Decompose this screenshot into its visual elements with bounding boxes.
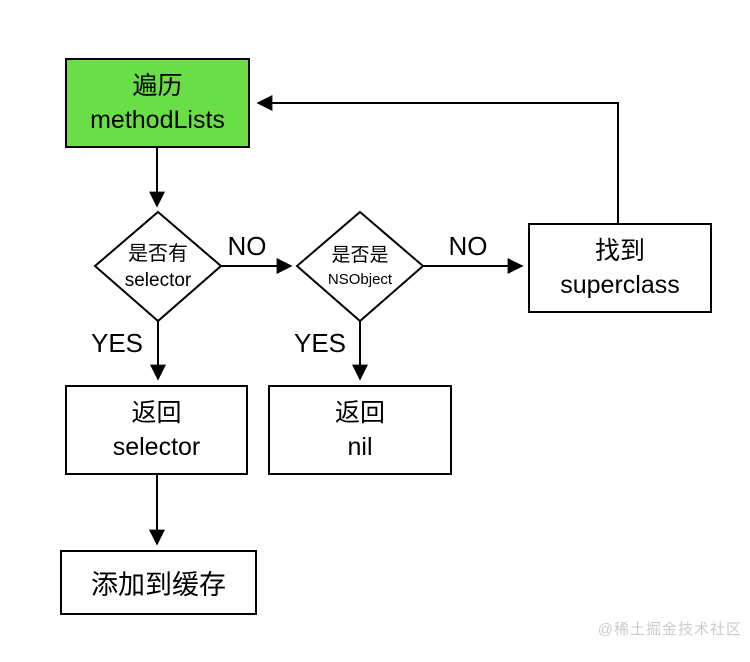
- found-superclass-line1: 找到: [594, 237, 645, 265]
- edge-label-no-has-selector: NO: [227, 231, 267, 261]
- node-traverse-line2: methodLists: [90, 106, 225, 134]
- return-nil-line2: nil: [347, 433, 373, 461]
- found-superclass-line2: superclass: [560, 271, 680, 299]
- node-add-to-cache: 添加到缓存: [60, 550, 257, 615]
- return-nil-line1: 返回: [334, 399, 385, 427]
- edge-label-yes-has-selector: YES: [90, 328, 144, 358]
- diamond-has-selector: [93, 210, 223, 323]
- is-nsobject-line2: NSObject: [327, 271, 393, 288]
- node-return-selector: 返回 selector: [65, 385, 248, 475]
- edge-label-no-is-nsobject: NO: [448, 231, 488, 261]
- diamond-is-nsobject-label: 是否是 NSObject: [298, 243, 422, 290]
- node-traverse-line1: 遍历: [132, 72, 183, 100]
- edge-found-superclass-to-traverse: [256, 95, 619, 223]
- edge-label-yes-is-nsobject: YES: [293, 328, 347, 358]
- return-selector-line2: selector: [112, 433, 201, 461]
- diamond-is-nsobject: [295, 210, 425, 323]
- node-traverse-method-lists: 遍历 methodLists: [65, 58, 250, 148]
- node-found-superclass: 找到 superclass: [528, 223, 712, 313]
- has-selector-line1: 是否有: [128, 243, 188, 265]
- is-nsobject-line1: 是否是: [331, 245, 389, 266]
- diamond-has-selector-label: 是否有 selector: [96, 241, 220, 293]
- has-selector-line2: selector: [124, 270, 192, 291]
- node-return-nil: 返回 nil: [268, 385, 452, 475]
- return-selector-line1: 返回: [131, 399, 182, 427]
- watermark-juejin: @稀土掘金技术社区: [597, 621, 742, 638]
